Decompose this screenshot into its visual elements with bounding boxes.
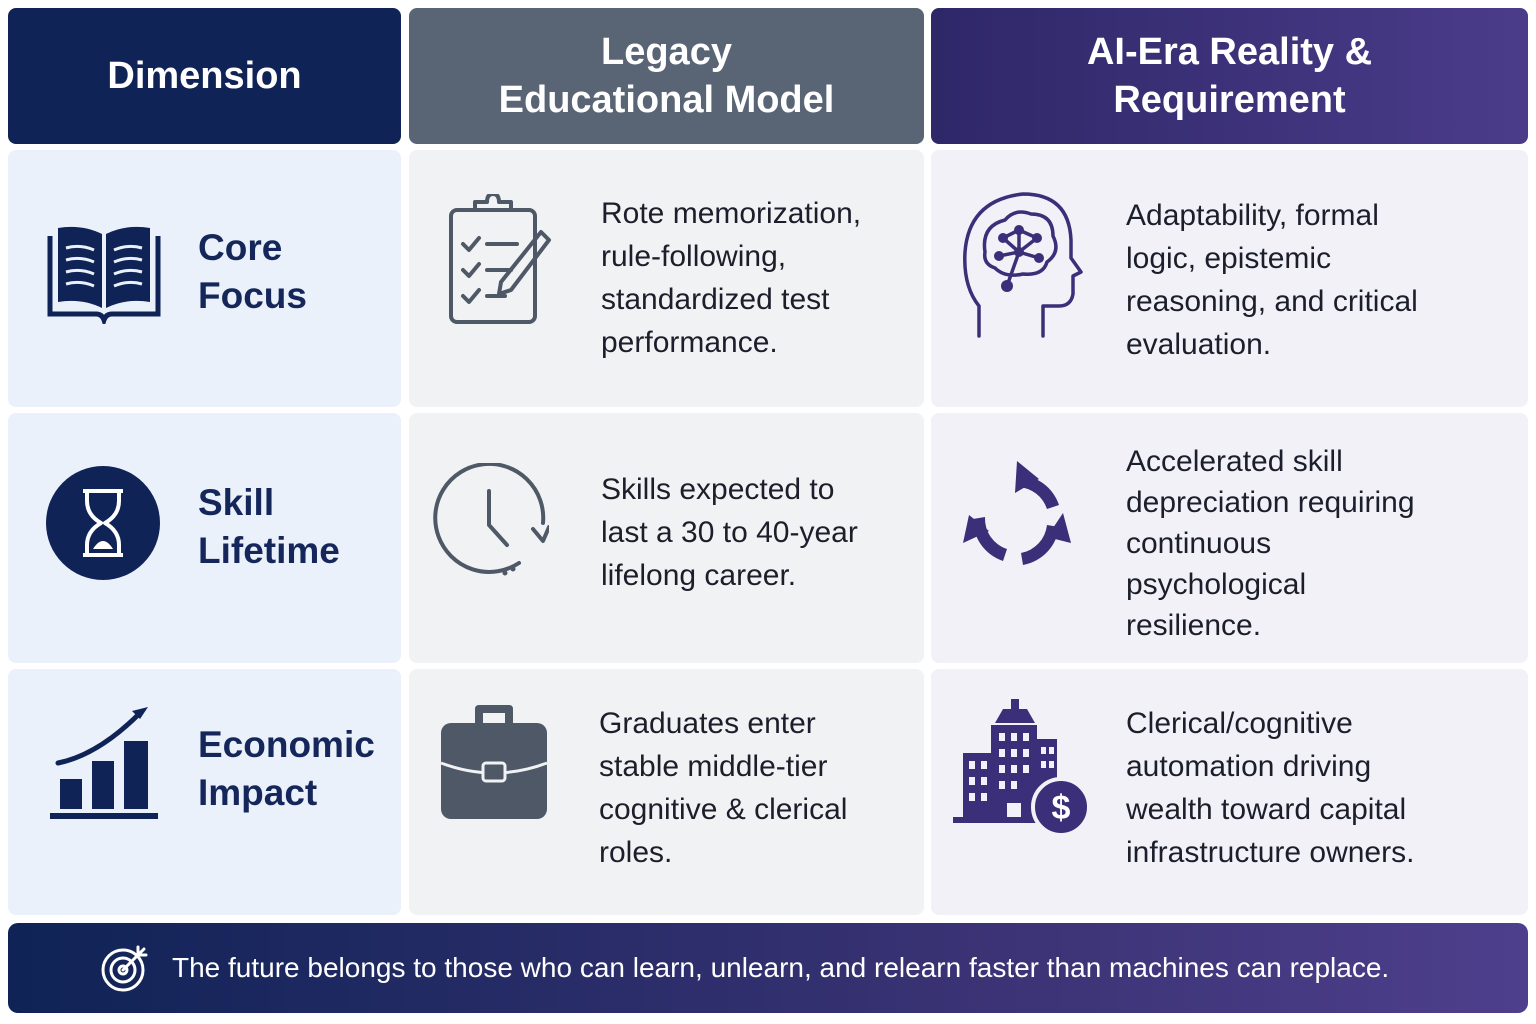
- dimension-label-line-1: Core: [198, 227, 283, 268]
- ai-text-line-2: automation driving: [1126, 750, 1372, 783]
- column-header-legacy-line-2: Educational Model: [498, 79, 835, 121]
- legacy-text-line-2: stable middle-tier: [599, 750, 828, 783]
- column-header-legacy-line-1: Legacy: [601, 31, 732, 73]
- target-icon: [101, 945, 148, 992]
- cycle-arrows-icon: [963, 461, 1071, 565]
- svg-text:$: $: [1052, 789, 1071, 827]
- dimension-label-line-2: Impact: [198, 772, 318, 813]
- dimension-label-line-1: Economic: [198, 724, 375, 765]
- legacy-text-line-4: roles.: [599, 836, 673, 869]
- ai-text-line-3: wealth toward capital: [1126, 793, 1407, 826]
- column-header-ai: AI-Era Reality & Requirement: [931, 8, 1528, 144]
- legacy-text-line-1: Rote memorization,: [601, 197, 862, 230]
- brain-network-head-icon: [963, 192, 1083, 338]
- ai-cell-skill-lifetime: Accelerated skill depreciation requiring…: [931, 413, 1528, 663]
- legacy-text-line-2: rule-following,: [601, 240, 787, 273]
- legacy-text-line-3: cognitive & clerical: [599, 793, 848, 826]
- column-header-ai-line-1: AI-Era Reality &: [1086, 31, 1373, 73]
- legacy-text-line-3: lifelong career.: [601, 559, 797, 592]
- legacy-text-line-3: standardized test: [601, 283, 830, 316]
- ai-text-line-1: Accelerated skill: [1126, 445, 1343, 478]
- dimension-label-line-2: Lifetime: [198, 530, 340, 571]
- ai-text-line-3: reasoning, and critical: [1126, 285, 1418, 318]
- legacy-text-line-1: Graduates enter: [599, 707, 816, 740]
- growth-chart-icon: [50, 707, 158, 819]
- clipboard-checklist-icon: [449, 194, 551, 324]
- legacy-text-line-4: performance.: [601, 326, 778, 359]
- ai-text-line-4: infrastructure owners.: [1126, 836, 1415, 869]
- ai-cell-core-focus: Adaptability, formal logic, epistemic re…: [931, 150, 1528, 407]
- ai-cell-economic-impact: $ Clerical/cognitive automation driving …: [931, 669, 1528, 915]
- column-header-dimension: Dimension: [8, 8, 401, 144]
- ai-text-line-1: Adaptability, formal: [1126, 199, 1379, 232]
- legacy-cell-core-focus: Rote memorization, rule-following, stand…: [409, 150, 924, 407]
- legacy-cell-skill-lifetime: Skills expected to last a 30 to 40-year …: [409, 413, 924, 663]
- clock-icon: [433, 463, 549, 576]
- footer-text: The future belongs to those who can lear…: [172, 952, 1390, 983]
- dimension-cell-core-focus: Core Focus: [8, 150, 401, 407]
- ai-text-line-1: Clerical/cognitive: [1126, 707, 1353, 740]
- ai-text-line-4: evaluation.: [1126, 328, 1272, 361]
- column-header-ai-line-2: Requirement: [1113, 79, 1346, 121]
- column-header-legacy: Legacy Educational Model: [409, 8, 924, 144]
- dimension-cell-skill-lifetime: Skill Lifetime: [8, 413, 401, 663]
- ai-text-line-3: continuous: [1126, 527, 1272, 560]
- briefcase-icon: [440, 705, 548, 819]
- buildings-dollar-icon: $: [953, 699, 1091, 837]
- dimension-label-line-2: Focus: [198, 275, 307, 316]
- legacy-text-line-1: Skills expected to: [601, 473, 835, 506]
- dimension-cell-economic-impact: Economic Impact: [8, 669, 401, 915]
- ai-text-line-2: depreciation requiring: [1126, 486, 1415, 519]
- ai-text-line-4: psychological: [1126, 568, 1307, 601]
- ai-text-line-5: resilience.: [1126, 609, 1262, 642]
- hourglass-icon: [46, 466, 160, 580]
- open-book-icon: [47, 226, 161, 324]
- footer-banner: The future belongs to those who can lear…: [8, 923, 1528, 1013]
- column-header-dimension-label: Dimension: [107, 55, 302, 97]
- legacy-cell-economic-impact: Graduates enter stable middle-tier cogni…: [409, 669, 924, 915]
- ai-text-line-2: logic, epistemic: [1126, 242, 1332, 275]
- dimension-label-line-1: Skill: [198, 482, 275, 523]
- legacy-text-line-2: last a 30 to 40-year: [601, 516, 858, 549]
